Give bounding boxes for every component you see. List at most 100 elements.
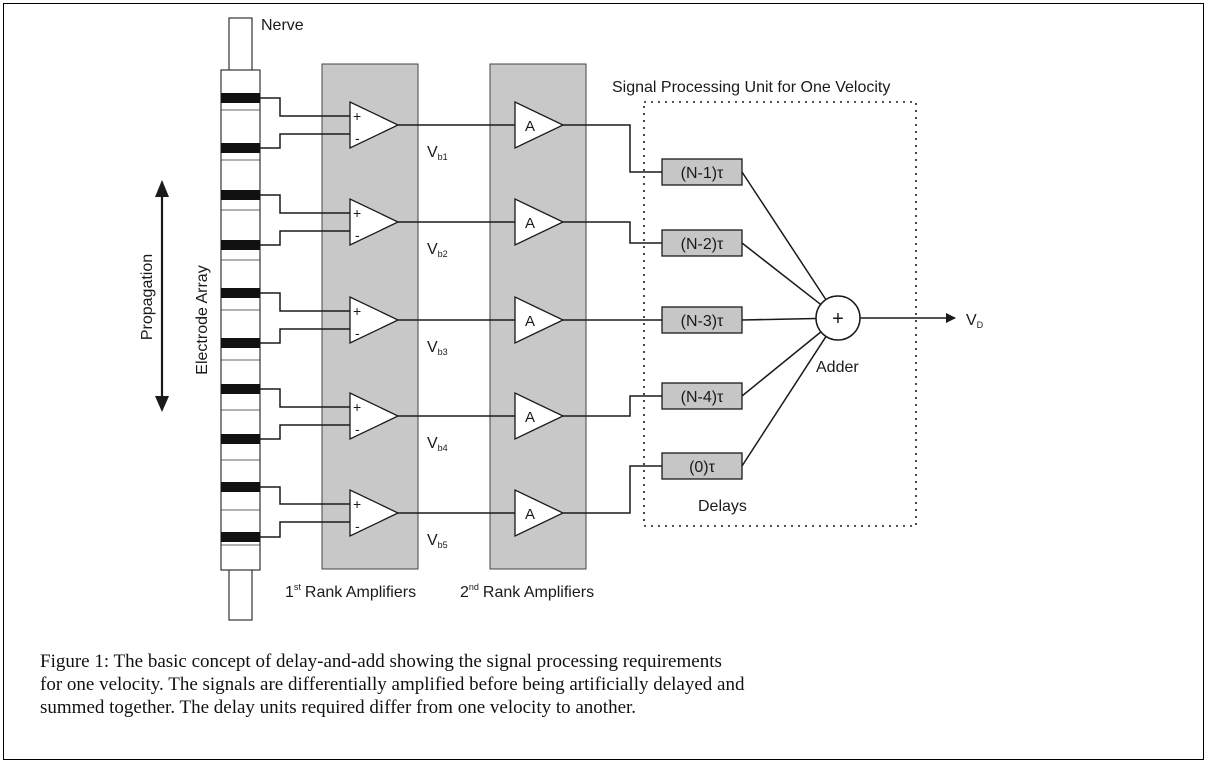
electrode-lead [260, 194, 351, 214]
gain-amplifier [514, 488, 565, 538]
vb-symbol: V [427, 339, 438, 356]
delay-label: (N-4)τ [681, 389, 724, 406]
amplifier-a: A [525, 313, 535, 330]
amplifier-a: A [525, 409, 535, 426]
electrode-lead [260, 486, 351, 505]
signal-processing-unit-title: Signal Processing Unit for One Velocity [612, 79, 890, 96]
electrode [221, 190, 260, 200]
differential-amplifier [349, 100, 400, 150]
differential-amplifier [349, 488, 400, 538]
output-sub: D [977, 320, 984, 330]
gain-amplifier [514, 100, 565, 150]
differential-amplifier [349, 391, 400, 441]
delay-and-add-diagram: Nerve Electrode Array Propagation Signal… [139, 17, 984, 621]
electrode [221, 384, 260, 394]
delay-label: (N-1)τ [681, 165, 724, 182]
electrode [221, 338, 260, 348]
electrode-lead [260, 133, 351, 149]
electrode [221, 434, 260, 444]
minus-sign: - [355, 130, 360, 146]
amplifier-a: A [525, 215, 535, 232]
delays-label: Delays [698, 498, 747, 515]
vb-label: Vb1 [427, 144, 448, 162]
first-rank-number: 1 [285, 584, 294, 601]
amplifier-a: A [525, 118, 535, 135]
nerve [220, 17, 261, 621]
first-rank-superscript: st [294, 582, 302, 592]
electrode-lead [260, 388, 351, 408]
adder-input-wire [741, 331, 822, 397]
electrode [221, 532, 260, 542]
gain-amplifier [514, 391, 565, 441]
vb-label: Vb5 [427, 532, 448, 550]
vb-label: Vb4 [427, 435, 448, 453]
delay-box [661, 306, 743, 334]
electrode-lead [260, 230, 351, 246]
vb-subscript: b4 [438, 443, 448, 453]
delay-box [661, 452, 743, 480]
output-v: V [966, 312, 977, 329]
amplifier-a: A [525, 506, 535, 523]
gain-amplifier [514, 295, 565, 345]
electrode-lead [260, 97, 351, 117]
plus-sign: + [353, 399, 361, 415]
plus-sign: + [353, 108, 361, 124]
plus-sign: + [353, 496, 361, 512]
figure-caption: Figure 1: The basic concept of delay-and… [40, 650, 1160, 719]
adder-input-wire [741, 336, 827, 467]
electrode-lead [260, 328, 351, 344]
delay-label: (N-2)τ [681, 236, 724, 253]
electrode-lead [260, 521, 351, 538]
minus-sign: - [355, 518, 360, 534]
minus-sign: - [355, 325, 360, 341]
caption-line-2: for one velocity. The signals are differ… [40, 674, 745, 695]
minus-sign: - [355, 227, 360, 243]
vb-symbol: V [427, 435, 438, 452]
signal-wire [563, 221, 662, 244]
electrode-lead [260, 424, 351, 440]
adder: + [815, 295, 861, 341]
adder-input-wire [741, 242, 822, 306]
minus-sign: - [355, 421, 360, 437]
delay-label: (0)τ [689, 459, 716, 476]
signal-wire [563, 395, 662, 417]
vb-label: Vb3 [427, 339, 448, 357]
signal-processing-unit-box [643, 101, 917, 527]
vb-symbol: V [427, 241, 438, 258]
electrode-array-label: Electrode Array [194, 265, 211, 374]
differential-amplifier [349, 295, 400, 345]
plus-sign: + [353, 205, 361, 221]
second-rank-text: Rank Amplifiers [483, 584, 594, 601]
second-rank-number: 2 [460, 584, 469, 601]
signal-wire [563, 465, 662, 514]
vb-subscript: b2 [438, 249, 448, 259]
vb-symbol: V [427, 144, 438, 161]
vb-subscript: b3 [438, 347, 448, 357]
gain-amplifier [514, 197, 565, 247]
propagation-label: Propagation [139, 254, 156, 340]
electrode [221, 482, 260, 492]
nerve-label: Nerve [261, 17, 304, 34]
delay-box [661, 158, 743, 186]
signal-wire [563, 124, 662, 173]
differential-amplifier [349, 197, 400, 247]
propagation-arrow [155, 180, 169, 412]
output-label: VD [966, 312, 984, 330]
caption-line-3: summed together. The delay units require… [40, 697, 637, 718]
vb-subscript: b1 [438, 152, 448, 162]
vb-label: Vb2 [427, 241, 448, 259]
plus-sign: + [353, 303, 361, 319]
adder-input-wire [741, 317, 817, 321]
caption-line-1: Figure 1: The basic concept of delay-and… [40, 651, 722, 672]
electrode-lead [260, 292, 351, 312]
vb-subscript: b5 [438, 540, 448, 550]
electrode [221, 288, 260, 298]
electrode [221, 143, 260, 153]
figure-frame [3, 3, 1204, 760]
vb-symbol: V [427, 532, 438, 549]
electrode [221, 93, 260, 103]
channels: +-Vb1A(N-1)τ+-Vb2A(N-2)τ+-Vb3A(N-3)τ+-Vb… [260, 97, 827, 550]
electrode [221, 240, 260, 250]
